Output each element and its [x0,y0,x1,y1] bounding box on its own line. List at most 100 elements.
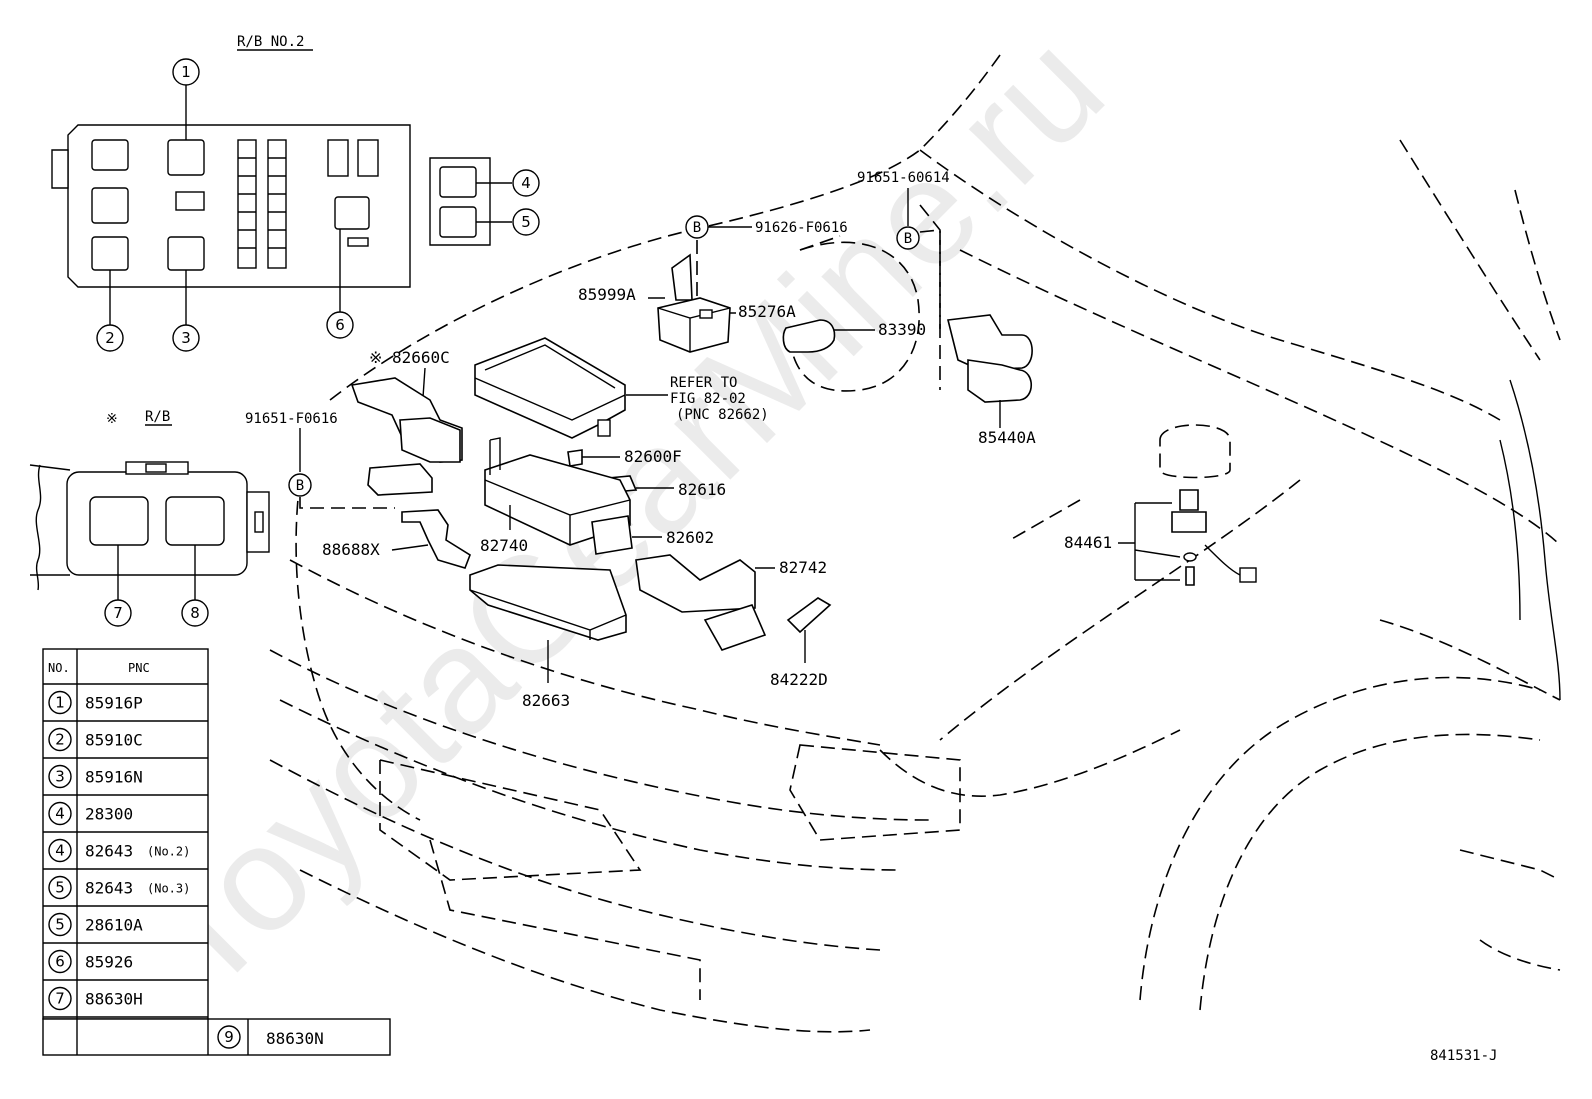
pnc-rows: 1 85916P 2 85910C 3 85916N 4 28300 4 82643 (No.2) 5… [43,690,208,1048]
callout-7: 7 [104,599,132,627]
pnc-row-value: 85926 [85,953,133,972]
pnc-row-no: 1 [55,694,65,712]
pnc-row-value: 82643 [85,879,133,898]
svg-text:(PNC 82662): (PNC 82662) [676,407,769,423]
part-82663: 82663 [469,564,627,710]
fuse-array [237,139,287,269]
svg-text:2: 2 [105,329,115,347]
pnc-row: 4 82643 (No.2) [43,838,208,870]
pnc-row-value: 82643 [85,842,133,861]
pnc-row-value: 85910C [85,731,143,750]
relay-box-mark: ※ [106,411,118,427]
svg-text:B: B [296,478,304,494]
svg-text:84222D: 84222D [770,670,828,689]
part-85276a: 85276A [657,297,796,353]
svg-text:82740: 82740 [480,536,528,555]
pnc-row: 1 85916P [43,690,208,722]
pnc-row: 7 88630H [43,986,208,1018]
pnc-row-no-circle [48,838,72,863]
pnc-row-no-circle [48,727,72,752]
part-88688x: 88688X [322,509,471,569]
pnc-row-no: 4 [55,805,65,823]
svg-text:B: B [904,231,912,247]
callout-8: 8 [181,599,209,627]
pnc-row-no: 7 [55,990,65,1008]
svg-text:7: 7 [113,604,123,622]
part-91626-f0616: B 91626-F0616 [685,215,848,300]
svg-text:83390: 83390 [878,320,926,339]
svg-text:91651-60614: 91651-60614 [857,170,950,186]
pnc-row: 5 82643 (No.3) [43,875,208,907]
svg-text:82663: 82663 [522,691,570,710]
part-82602: 82602 [591,515,714,555]
pnc-row-no-circle [48,690,72,715]
pnc-row-value: 88630H [85,990,143,1009]
relay-box-no2-title: R/B NO.2 [237,34,304,50]
svg-text:4: 4 [521,174,531,192]
svg-text:82616: 82616 [678,480,726,499]
pnc-row: 5 28610A [43,912,208,944]
pnc-row-no: 4 [55,842,65,860]
pnc-row-no-circle [48,801,72,826]
pnc-row-no: 5 [55,916,65,934]
pnc-row-value: 85916P [85,694,143,713]
callout-2: 2 [96,324,124,352]
svg-text:85440A: 85440A [978,428,1036,447]
svg-text:82742: 82742 [779,558,827,577]
pnc-row-note: (No.3) [147,882,190,896]
pnc-header-pnc: PNC [128,661,150,675]
svg-text:6: 6 [335,316,345,334]
part-82660c: ※ 82660C [350,348,463,496]
svg-text:82602: 82602 [666,528,714,547]
svg-text:B: B [693,220,701,236]
pnc-row-value: 28300 [85,805,133,824]
svg-text:85276A: 85276A [738,302,796,321]
svg-text:91626-F0616: 91626-F0616 [755,220,848,236]
pnc-row-note: (No.2) [147,845,190,859]
pnc-row-no: 5 [55,879,65,897]
svg-text:88688X: 88688X [322,540,380,559]
pnc-row-extra: 9 88630N [217,1025,324,1049]
pnc-row: 2 85910C [43,727,208,759]
svg-text:88630N: 88630N [266,1029,324,1048]
svg-text:REFER TO: REFER TO [670,375,737,391]
pnc-row-value: 85916N [85,768,143,787]
pnc-row-no-circle [48,912,72,937]
callout-6: 6 [326,311,354,339]
svg-text:※: ※ [369,348,382,367]
figure-id: 841531-J [1430,1048,1497,1064]
pnc-row-no-circle [48,764,72,789]
pnc-row-no: 2 [55,731,65,749]
part-82600f: 82600F [567,447,682,467]
callout-1: 1 [172,58,200,86]
svg-text:85999A: 85999A [578,285,636,304]
part-91651-60614: 91651-60614 B [857,170,950,330]
pnc-row-no-circle [48,875,72,900]
part-85440a: 85440A [947,314,1036,447]
callout-4: 4 [512,169,540,197]
svg-text:84461: 84461 [1064,533,1112,552]
pnc-row: 4 28300 [43,801,208,833]
relay-box-no2: R/B NO.2 [51,34,540,352]
svg-text:82660C: 82660C [392,348,450,367]
svg-text:1: 1 [181,63,191,81]
pnc-header-no: NO. [48,661,70,675]
part-83390: 83390 [782,235,926,392]
pnc-row-value: 28610A [85,916,143,935]
svg-text:8: 8 [190,604,200,622]
svg-text:5: 5 [521,213,531,231]
svg-text:82600F: 82600F [624,447,682,466]
part-91651-f0616: 91651-F0616 B [245,411,395,509]
pnc-row-no: 3 [55,768,65,786]
part-84461: 84461 [1064,424,1257,586]
callout-5: 5 [512,208,540,236]
relay-box-title: R/B [145,409,170,425]
pnc-row: 3 85916N [43,764,208,796]
part-85999a: 85999A [578,253,693,304]
part-82742: 82742 [635,554,827,651]
svg-text:3: 3 [181,329,191,347]
callout-3: 3 [172,324,200,352]
pnc-row-no-circle [48,949,72,974]
